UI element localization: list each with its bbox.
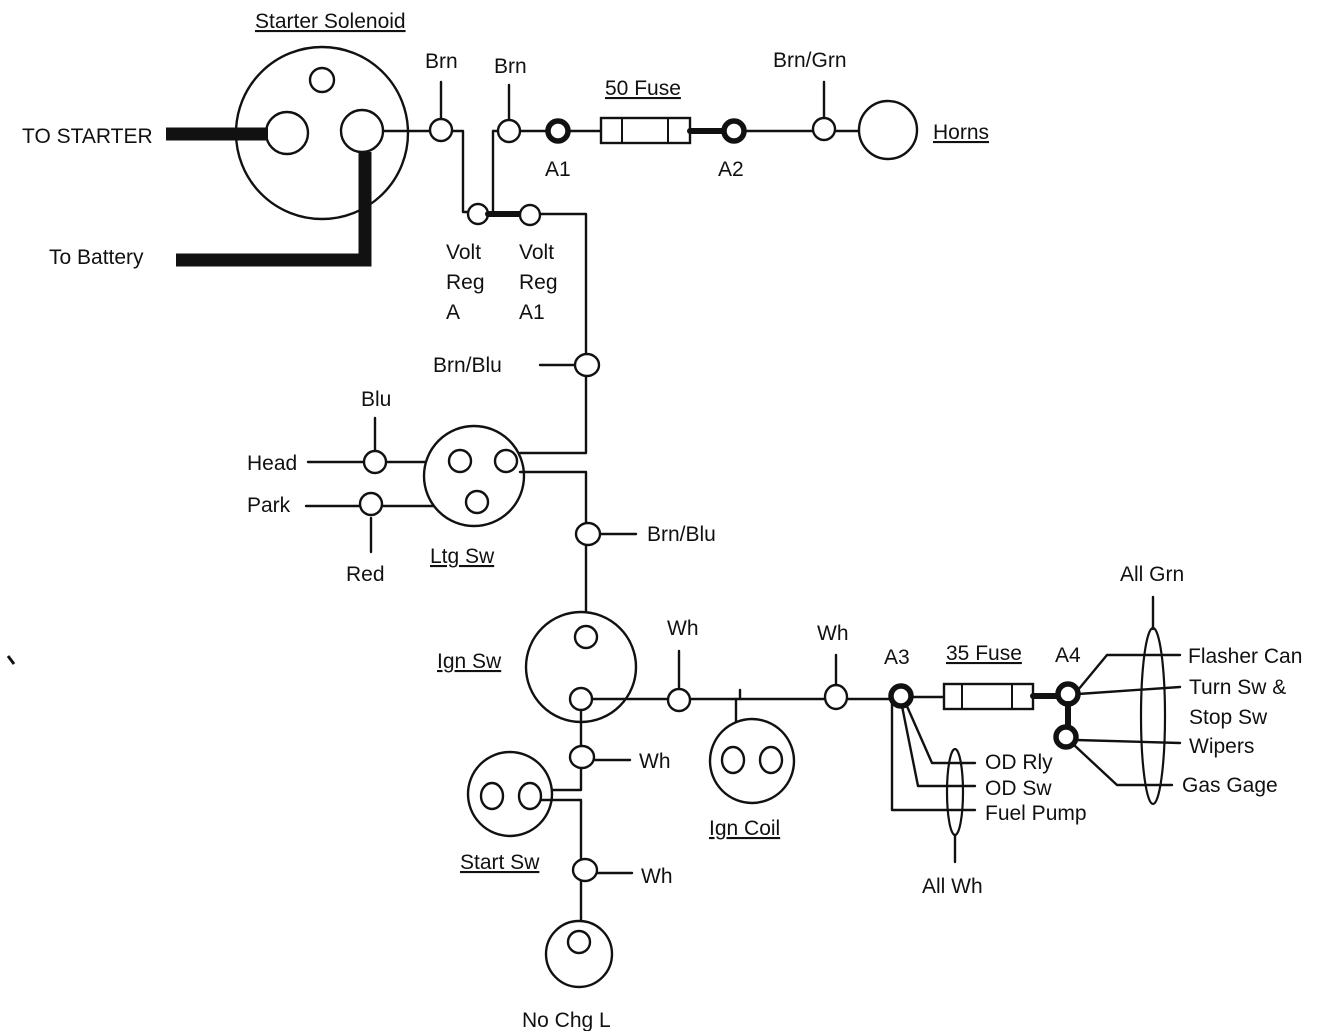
ign-sw-output-terminal — [568, 686, 594, 712]
ltg-sw-feed-terminal — [493, 448, 519, 474]
wire-startsw-to-nochg — [539, 798, 583, 934]
ltg-sw-label: Ltg Sw — [430, 545, 495, 568]
wipers-label: Wipers — [1189, 735, 1254, 758]
wire-ltgsw-to-ignsw — [518, 470, 588, 620]
solenoid-starter-terminal — [264, 110, 310, 156]
wire-flasher-can — [1076, 653, 1182, 692]
brn-blu-connector-2 — [574, 521, 602, 547]
wh-connector-2 — [823, 683, 849, 711]
volt-reg-a1-terminal — [518, 203, 542, 227]
solenoid-battery-terminal — [339, 108, 385, 154]
volt-reg-a-line1: Volt — [446, 241, 481, 264]
ignition-coil — [708, 717, 796, 805]
terminal-a4-lower — [1053, 724, 1079, 750]
gas-gage-label: Gas Gage — [1182, 774, 1278, 797]
wh-connector-3 — [568, 744, 596, 770]
ign-coil-terminal-1 — [720, 745, 746, 775]
terminal-a3 — [888, 683, 914, 709]
wire-od-rly — [904, 702, 977, 765]
wire-wipers — [1074, 738, 1182, 745]
fuse-35-label: 35 Fuse — [946, 642, 1022, 665]
horns-circle — [857, 99, 919, 161]
to-battery-label: To Battery — [49, 246, 144, 269]
brn-grn-connector — [811, 116, 837, 142]
park-label: Park — [247, 494, 291, 517]
start-switch-body — [466, 750, 554, 838]
brn-connector-1 — [428, 117, 454, 143]
turn-sw-label: Turn Sw & — [1189, 676, 1286, 699]
wire-gas-gage — [1072, 743, 1174, 787]
wh-label-4: Wh — [641, 865, 673, 888]
wire-ignsw-to-startsw — [542, 708, 583, 792]
volt-reg-a-line2: Reg — [446, 271, 485, 294]
all-wh-label: All Wh — [922, 875, 983, 898]
brn-label-2: Brn — [494, 55, 527, 78]
head-label: Head — [247, 452, 297, 475]
all-grn-bundle — [1139, 626, 1167, 806]
stop-sw-label: Stop Sw — [1189, 706, 1268, 729]
volt-reg-a1-line1: Volt — [519, 241, 554, 264]
start-switch — [466, 750, 554, 838]
red-label: Red — [346, 563, 385, 586]
od-rly-label: OD Rly — [985, 751, 1053, 774]
a2-label: A2 — [718, 158, 744, 181]
scan-speck — [6, 655, 16, 665]
no-chg-l-label: No Chg L — [522, 1009, 611, 1031]
brn-grn-label: Brn/Grn — [773, 49, 847, 72]
wh-label-1: Wh — [667, 617, 699, 640]
ltg-sw-park-terminal — [464, 489, 490, 515]
ign-coil-label: Ign Coil — [709, 817, 780, 840]
volt-reg-a1-line3: A1 — [519, 301, 545, 324]
wh-label-2: Wh — [817, 622, 849, 645]
to-battery-cable — [176, 152, 372, 267]
wire-voltreg-to-ltgsw — [518, 212, 588, 455]
ignition-switch — [524, 610, 638, 724]
no-chg-light-terminal — [566, 929, 592, 955]
fuse-35 — [942, 682, 1035, 711]
ign-coil-terminal-2 — [758, 745, 784, 775]
wh-connector-4 — [571, 857, 599, 883]
lighting-switch-body — [422, 424, 526, 528]
fuel-pump-label: Fuel Pump — [985, 802, 1087, 825]
all-grn-label: All Grn — [1120, 563, 1184, 586]
ignition-coil-body — [708, 717, 796, 805]
to-starter-label: TO STARTER — [22, 125, 153, 148]
a3-label: A3 — [884, 646, 910, 669]
ltg-sw-head-terminal — [447, 448, 473, 474]
flasher-can-label: Flasher Can — [1188, 645, 1302, 668]
ign-sw-label: Ign Sw — [437, 650, 502, 673]
solenoid-small-terminal — [308, 66, 336, 94]
volt-reg-a1-line2: Reg — [519, 271, 558, 294]
wire-turn-sw — [1076, 685, 1182, 696]
brn-connector-2 — [496, 118, 522, 144]
fuse-50-label: 50 Fuse — [605, 77, 681, 100]
brn-blu-label-2: Brn/Blu — [647, 523, 716, 546]
volt-reg-a-line3: A — [446, 301, 460, 324]
brn-blu-label-1: Brn/Blu — [433, 354, 502, 377]
horns-label: Horns — [933, 121, 989, 144]
lighting-switch — [422, 424, 526, 528]
fuse-50 — [599, 116, 692, 145]
start-sw-terminal-2 — [517, 781, 543, 811]
wh-label-3: Wh — [639, 750, 671, 773]
a4-label: A4 — [1055, 644, 1081, 667]
wire-od-sw — [900, 704, 977, 788]
blu-connector — [362, 449, 388, 475]
red-connector — [358, 491, 384, 517]
start-sw-label: Start Sw — [460, 851, 540, 874]
wh-connector-1 — [666, 687, 692, 713]
starter-solenoid-label: Starter Solenoid — [255, 10, 406, 33]
start-sw-terminal-1 — [479, 781, 505, 811]
terminal-a2 — [721, 118, 747, 144]
ign-sw-feed-terminal — [573, 624, 599, 650]
blu-label: Blu — [361, 388, 391, 411]
brn-label-1: Brn — [425, 50, 458, 73]
terminal-a1 — [545, 118, 571, 144]
a1-label: A1 — [545, 158, 571, 181]
od-sw-label: OD Sw — [985, 777, 1052, 800]
brn-blu-connector-1 — [573, 352, 601, 378]
no-charge-light — [544, 919, 614, 989]
